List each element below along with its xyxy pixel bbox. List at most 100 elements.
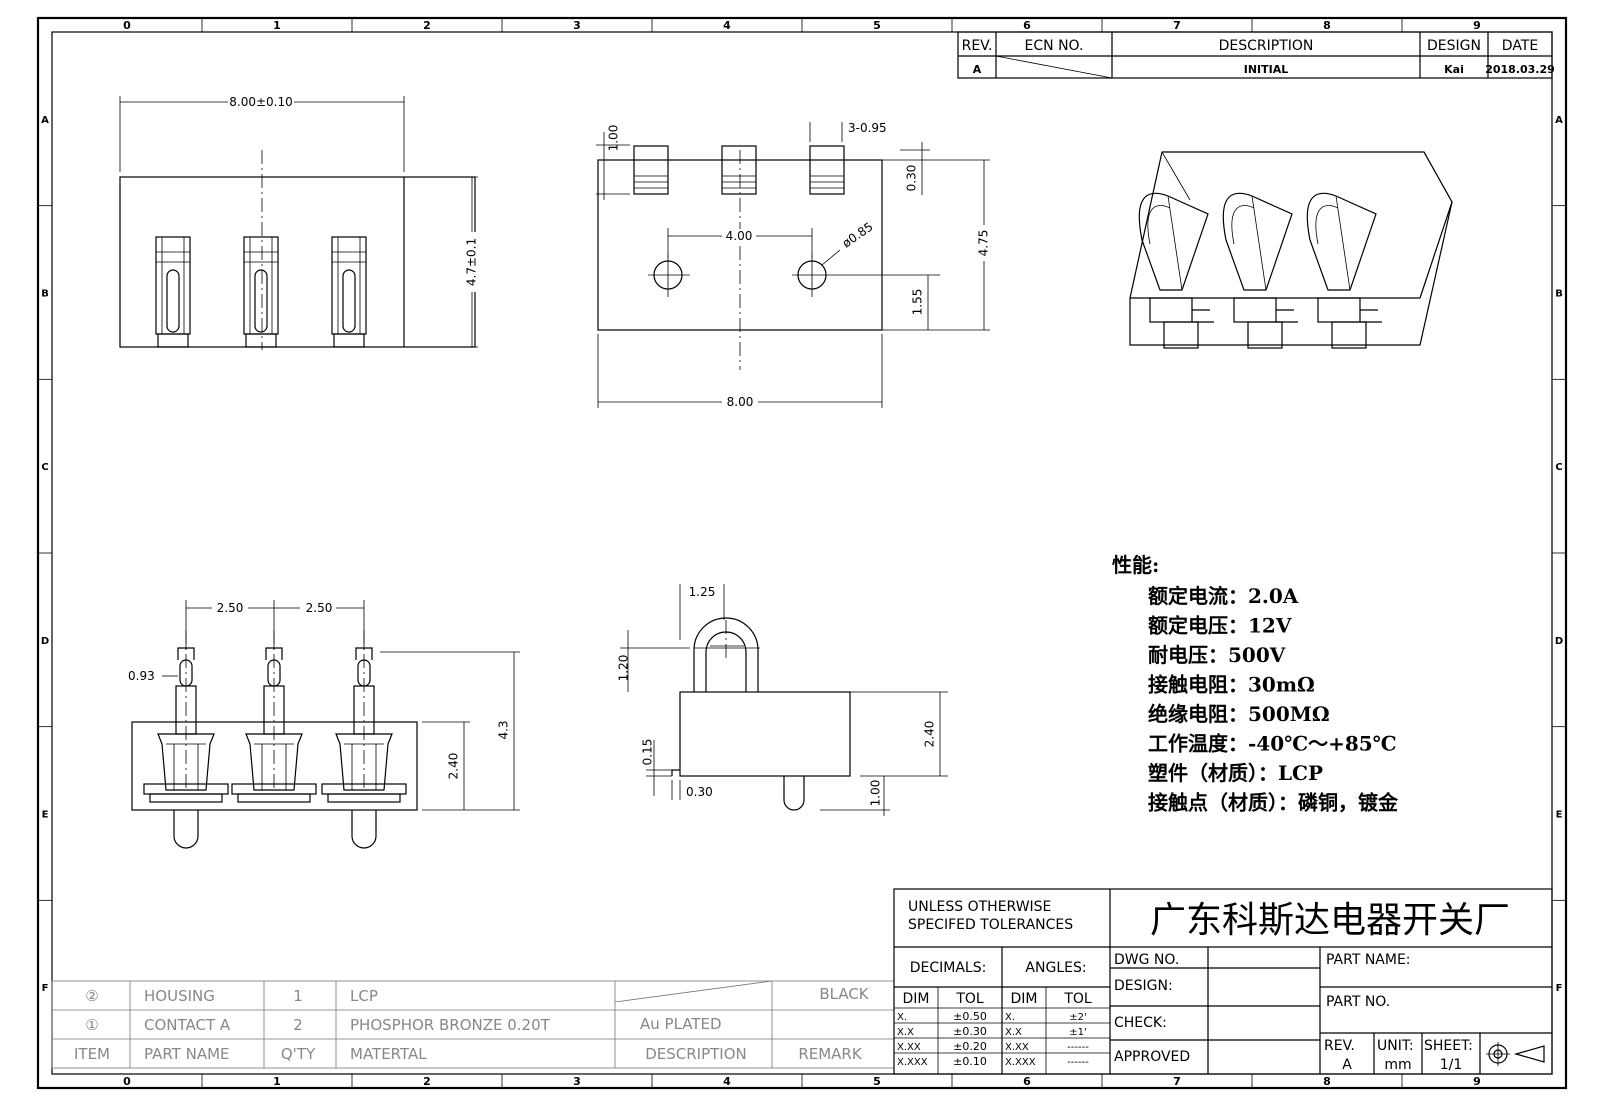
company-name: 广东科斯达电器开关厂 bbox=[1150, 900, 1510, 941]
sheet-label: SHEET: bbox=[1424, 1038, 1473, 1054]
dim-side-height: 2.40 bbox=[923, 721, 937, 748]
sheet-value: 1/1 bbox=[1440, 1057, 1463, 1073]
zone-row-left: F bbox=[42, 983, 49, 994]
spec-line: 塑件（材质）：LCP bbox=[1148, 761, 1323, 785]
spec-line: 耐电压：500V bbox=[1148, 643, 1286, 667]
zone-col-top: 4 bbox=[723, 19, 731, 32]
zone-col-bottom: 4 bbox=[723, 1075, 731, 1088]
dwg-no-label: DWG NO. bbox=[1114, 952, 1179, 968]
date-value: 2018.03.29 bbox=[1485, 63, 1555, 76]
decimal-dim: X.X bbox=[897, 1027, 914, 1038]
dim-pin-length: 1.00 bbox=[607, 125, 621, 152]
angles-label: ANGLES: bbox=[1025, 960, 1086, 976]
rev-label: REV. bbox=[1324, 1038, 1355, 1054]
tolerance-note-2: SPECIFED TOLERANCES bbox=[908, 917, 1073, 933]
dim-pitch-b: 2.50 bbox=[306, 601, 333, 615]
bom-item: ② bbox=[85, 987, 98, 1005]
dim-top-left-height: 4.7±0.1 bbox=[465, 238, 479, 286]
bom-header-description: DESCRIPTION bbox=[645, 1045, 747, 1063]
angle-tol: ±2' bbox=[1069, 1012, 1087, 1023]
zone-row-left: A bbox=[41, 115, 49, 126]
unit-value: mm bbox=[1384, 1057, 1411, 1073]
angle-tol: ±1' bbox=[1069, 1027, 1087, 1038]
dim-pitch-top: 3-0.95 bbox=[848, 121, 887, 135]
iso-contact bbox=[1138, 192, 1214, 349]
zone-row-right: D bbox=[1555, 636, 1563, 647]
zone-col-bottom: 0 bbox=[123, 1075, 131, 1088]
dim-hole-spacing: 4.00 bbox=[726, 229, 753, 243]
zone-col-bottom: 6 bbox=[1023, 1075, 1031, 1088]
contact-slot bbox=[243, 236, 279, 348]
decimal-dim: X.XXX bbox=[897, 1057, 928, 1068]
bom-description: Au PLATED bbox=[640, 1015, 722, 1033]
zone-col-bottom: 8 bbox=[1323, 1075, 1331, 1088]
decimal-tol: ±0.30 bbox=[953, 1025, 987, 1038]
dim-tail-length: 0.30 bbox=[686, 785, 713, 799]
decimals-tol-header: TOL bbox=[955, 991, 984, 1007]
front-view: 8.00±0.10 4.7±0.1 bbox=[119, 94, 481, 350]
zone-row-right: E bbox=[1556, 810, 1563, 821]
contact-slot bbox=[155, 236, 191, 348]
zone-row-right: C bbox=[1555, 462, 1562, 473]
unit-label: UNIT: bbox=[1377, 1038, 1414, 1054]
bom-material: LCP bbox=[350, 987, 378, 1005]
rev-header: REV. bbox=[962, 38, 993, 54]
pin-tab bbox=[633, 145, 669, 195]
section-contact bbox=[321, 630, 407, 849]
zone-row-left: B bbox=[41, 289, 49, 300]
zone-row-right: A bbox=[1555, 115, 1563, 126]
bom-header-item: ITEM bbox=[74, 1045, 110, 1063]
specs-title: 性能: bbox=[1112, 553, 1159, 577]
bom-header-name: PART NAME bbox=[144, 1045, 230, 1063]
zone-col-bottom: 1 bbox=[273, 1075, 281, 1088]
zone-row-right: B bbox=[1555, 289, 1563, 300]
bom-part-name: CONTACT A bbox=[144, 1016, 231, 1034]
dim-top-left-width: 8.00±0.10 bbox=[229, 95, 293, 109]
angle-dim: X. bbox=[1005, 1012, 1015, 1023]
dim-peg-length: 1.00 bbox=[869, 780, 883, 807]
third-angle-projection-icon bbox=[1486, 1042, 1545, 1066]
zone-col-bottom: 9 bbox=[1473, 1075, 1481, 1088]
zone-row-left: E bbox=[42, 810, 49, 821]
zone-row-left: D bbox=[41, 636, 49, 647]
description-header: DESCRIPTION bbox=[1219, 38, 1314, 54]
contact-side-view: 1.25 1.20 2.40 1.00 0.15 0.30 bbox=[617, 584, 948, 816]
decimals-dim-header: DIM bbox=[903, 991, 930, 1007]
zone-col-bottom: 5 bbox=[873, 1075, 881, 1088]
decimal-tol: ±0.20 bbox=[953, 1040, 987, 1053]
isometric-view bbox=[1129, 151, 1453, 349]
decimal-dim: X.XX bbox=[897, 1042, 921, 1053]
iso-contact bbox=[1222, 192, 1298, 349]
spec-line: 额定电流：2.0A bbox=[1148, 584, 1299, 608]
iso-contact bbox=[1306, 192, 1382, 349]
bom-part-name: HOUSING bbox=[144, 987, 215, 1005]
decimal-dim: X. bbox=[897, 1012, 907, 1023]
dim-pitch-a: 2.50 bbox=[217, 601, 244, 615]
bom-material: PHOSPHOR BRONZE 0.20T bbox=[350, 1016, 551, 1034]
design-value: Kai bbox=[1444, 63, 1464, 76]
spec-line: 接触电阻：30mΩ bbox=[1148, 673, 1315, 697]
part-no-label: PART NO. bbox=[1326, 994, 1390, 1010]
decimal-tol: ±0.50 bbox=[953, 1010, 987, 1023]
dim-body-width: 8.00 bbox=[727, 395, 754, 409]
bom-header-remark: REMARK bbox=[798, 1045, 863, 1063]
rev-value: A bbox=[1342, 1057, 1352, 1073]
angle-dim: X.XX bbox=[1005, 1042, 1029, 1053]
dim-spring-height: 1.20 bbox=[617, 655, 631, 682]
zone-col-top: 1 bbox=[273, 19, 281, 32]
angle-tol: ------ bbox=[1067, 1042, 1089, 1053]
check-label: CHECK: bbox=[1114, 1015, 1167, 1031]
design-label: DESIGN: bbox=[1114, 978, 1173, 994]
performance-specs: 性能: 额定电流：2.0A额定电压：12V耐电压：500V接触电阻：30mΩ绝缘… bbox=[1112, 553, 1399, 815]
zone-col-top: 5 bbox=[873, 19, 881, 32]
dim-total-height: 4.3 bbox=[497, 720, 511, 739]
zone-row-left: C bbox=[41, 462, 48, 473]
dim-body-height: 4.75 bbox=[977, 230, 991, 257]
spec-line: 接触点（材质）：磷铜，镀金 bbox=[1148, 791, 1399, 815]
dim-contact-width: 0.93 bbox=[128, 669, 155, 683]
